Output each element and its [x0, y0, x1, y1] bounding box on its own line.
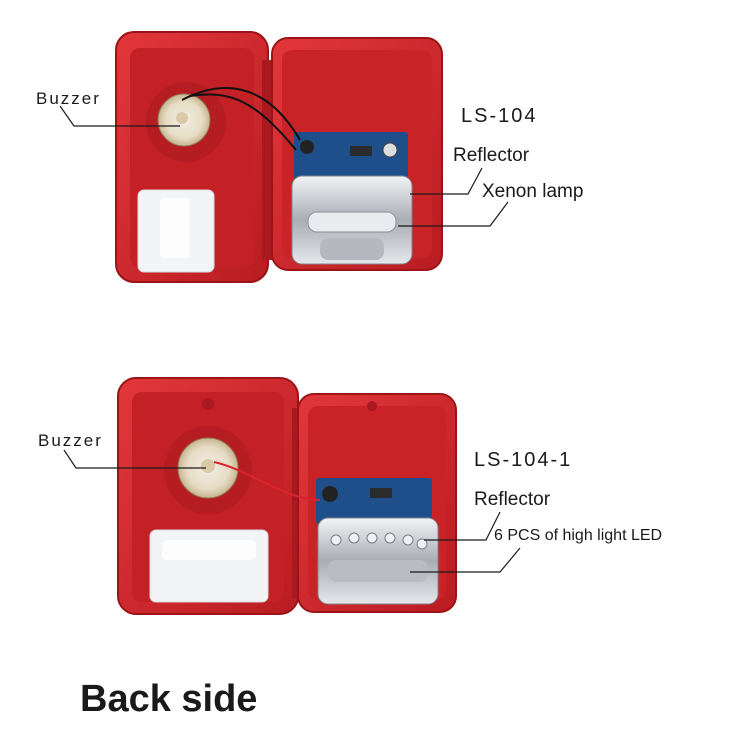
led-4: [384, 532, 396, 544]
bottom-pcb: [316, 478, 432, 524]
top-buzzer-leader: [59, 105, 180, 127]
top-model-label: LS-104: [461, 105, 538, 127]
top-pcb-component: [300, 140, 314, 154]
top-buzzer-center: [176, 112, 188, 124]
bottom-window-reflection: [162, 540, 256, 560]
bottom-buzzer-leader: [63, 449, 206, 469]
bottom-wire: [213, 461, 321, 501]
led-2: [348, 532, 360, 544]
led-6: [416, 538, 428, 550]
top-buzzer-label: Buzzer: [36, 89, 101, 108]
top-xenon-leader: [398, 201, 509, 227]
led-1: [330, 534, 342, 546]
bottom-buzzer-label: Buzzer: [38, 431, 103, 450]
bottom-buzzer-center: [201, 459, 215, 473]
bottom-model-label: LS-104-1: [474, 449, 573, 471]
bottom-pcb-chip: [370, 488, 392, 498]
bottom-led-leader: [410, 547, 521, 573]
top-wire-2: [189, 93, 297, 151]
bottom-top-screw: [202, 398, 214, 410]
top-unit: [59, 31, 509, 283]
bottom-unit: [63, 377, 521, 615]
bottom-reflector-band: [328, 560, 428, 582]
top-lamp-label: Xenon lamp: [482, 181, 584, 202]
bottom-pcb-component: [322, 486, 338, 502]
top-wire-1: [181, 87, 301, 141]
top-window-reflection: [160, 198, 190, 258]
top-xenon-tube: [307, 211, 397, 233]
top-pcb-cap: [382, 142, 398, 158]
led-3: [366, 532, 378, 544]
led-5: [402, 534, 414, 546]
top-reflector-leader: [410, 167, 483, 195]
bottom-lamp-label: 6 PCS of high light LED: [494, 527, 663, 544]
top-reflector-label: Reflector: [453, 145, 530, 166]
bottom-reflector-leader: [424, 511, 501, 541]
top-pcb-chip: [350, 146, 372, 156]
top-reflector-base: [320, 238, 384, 260]
bottom-reflector-label: Reflector: [474, 489, 551, 510]
bottom-right-screw: [367, 401, 377, 411]
bottom-led-row: [330, 532, 428, 550]
page-caption: Back side: [80, 678, 258, 720]
